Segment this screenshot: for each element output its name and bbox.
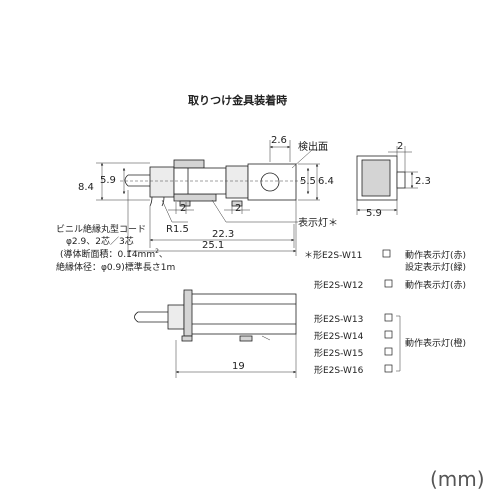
group-bracket [396, 315, 401, 372]
dim-6-4: 6.4 [318, 176, 334, 187]
model-w15: 形E2S-W15 [314, 347, 363, 359]
dim-5-9: 5.9 [100, 175, 116, 186]
sensing-face-label: 検出面 [298, 140, 328, 153]
cable-note: ビニル絶縁丸型コード φ2.9、2芯／3芯 (導体断面積：0.14mm2、 絶縁… [56, 223, 175, 273]
dim-2-6: 2.6 [271, 135, 287, 146]
sensing-head [247, 163, 297, 201]
bracket-top [173, 159, 205, 169]
bracket-bottom [173, 193, 217, 202]
cable-note-2: φ2.9、2芯／3芯 [66, 235, 134, 247]
model-w11-desc2: 設定表示灯(緑) [405, 261, 466, 273]
cable-note-3: (導体断面積：0.14mm2、 [60, 248, 168, 260]
indicator-block [225, 165, 249, 199]
model-w16: 形E2S-W16 [314, 364, 364, 376]
dim-5-5: 5.5 [300, 176, 316, 187]
cable-note-4: 絶縁体径：φ0.9)標準長さ1m [56, 261, 175, 273]
model-w14: 形E2S-W14 [314, 330, 364, 342]
body-2 [183, 293, 297, 335]
dim-2-3: 2.3 [415, 176, 431, 187]
tab-left [179, 200, 191, 207]
model-w11-desc1: 動作表示灯(赤) [405, 249, 466, 261]
dim-19: 19 [232, 361, 245, 372]
model-list: ＊形E2S-W11 動作表示灯(赤) 設定表示灯(緑) 形E2S-W12 動作表… [304, 249, 466, 376]
side-protrusion [396, 171, 406, 189]
dim-2-side: 2 [397, 141, 403, 152]
dim-22-3: 22.3 [212, 229, 234, 240]
drawing-title: 取りつけ金具装着時 [188, 93, 287, 107]
unit-label: (mm) [430, 467, 485, 491]
cable-outline [128, 174, 150, 187]
dim-8-4: 8.4 [78, 182, 94, 193]
model-w12-desc1: 動作表示灯(赤) [405, 279, 466, 291]
top-view: 2.6 検出面 8.4 5.9 5.5 6.4 2 2 R1.5 表示灯＊ [78, 135, 338, 256]
model-w13: 形E2S-W13 [314, 313, 363, 325]
dim-5-9-side: 5.9 [366, 208, 382, 219]
group-desc: 動作表示灯(橙) [405, 337, 466, 349]
model-w11-box [382, 249, 391, 258]
boot-2 [167, 304, 185, 330]
dim-2-a: 2 [180, 203, 186, 214]
sensing-circle [260, 172, 280, 192]
side-view: 2 2.3 5.9 [356, 141, 431, 219]
dim-25-1: 25.1 [202, 240, 224, 251]
indicator-label: 表示灯＊ [298, 216, 338, 229]
model-w12-box [384, 279, 393, 288]
dim-2-b: 2 [235, 203, 241, 214]
bottom-view: 19 [134, 289, 297, 378]
cable-note-1: ビニル絶縁丸型コード [56, 223, 146, 235]
dim-r1-5: R1.5 [166, 224, 189, 235]
model-w12: 形E2S-W12 [314, 279, 363, 291]
body-2-front [183, 289, 193, 337]
cable-boot [149, 166, 175, 198]
model-w11: ＊形E2S-W11 [304, 249, 362, 261]
side-inner [361, 159, 391, 197]
cable-end [124, 174, 129, 187]
